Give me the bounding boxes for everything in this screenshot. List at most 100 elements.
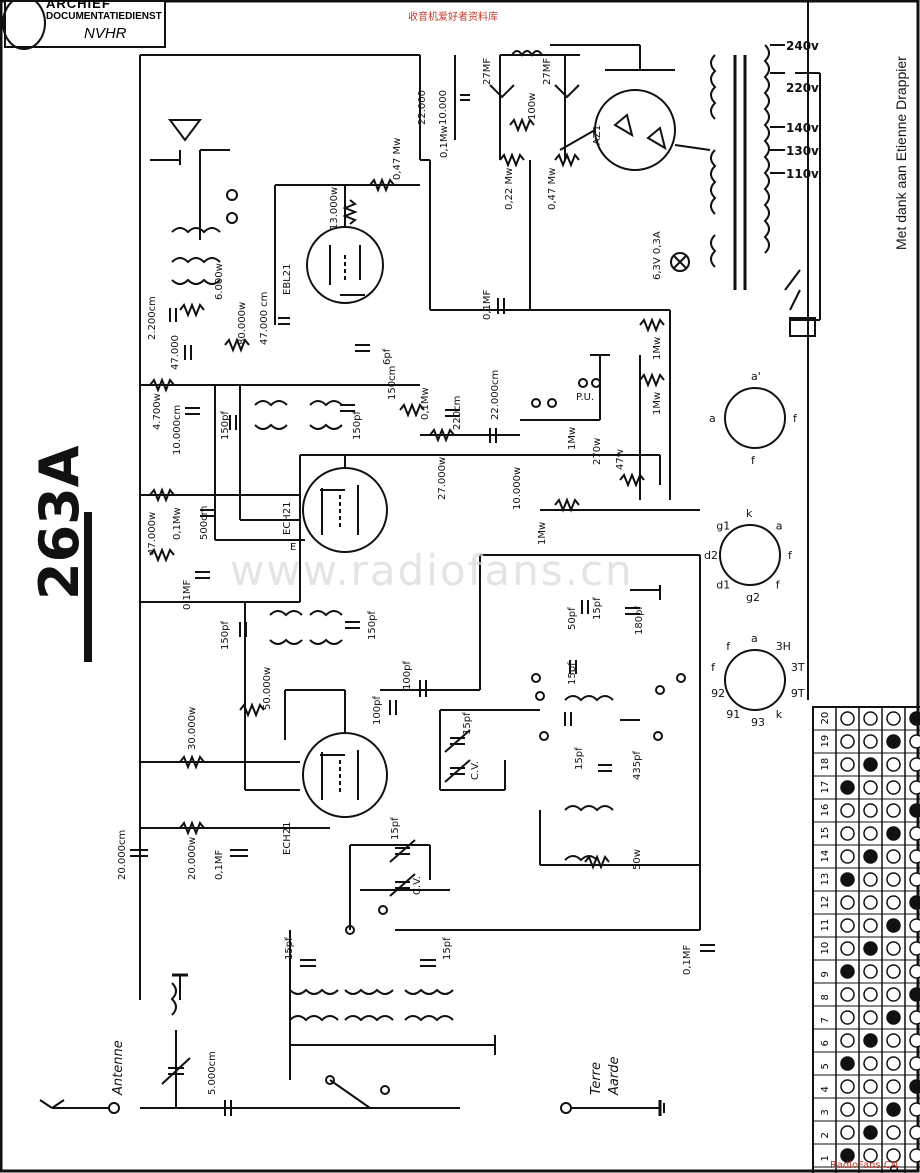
label-c6pf: 6pf	[382, 348, 393, 365]
table-dot-empty	[863, 964, 878, 979]
label-mf27-a: 27MF	[482, 58, 493, 85]
table-dot-filled	[840, 964, 855, 979]
label-c180pf: 180pf	[634, 606, 645, 635]
label-c47000: 47.000	[170, 335, 181, 370]
table-column-number: 20	[820, 712, 831, 725]
label-r27000: 27.000w	[437, 457, 448, 500]
table-column-number: 2	[820, 1132, 831, 1138]
table-dot-empty	[886, 1033, 901, 1048]
pin-label-ech21-0: a	[751, 632, 758, 645]
label-mf01: 0,1MF	[482, 289, 493, 320]
table-dot-empty	[886, 987, 901, 1002]
pin-label-ebl21-0: k	[746, 507, 753, 520]
pin-label-ech21-6: 91	[726, 708, 740, 721]
label-r4700: 4.700w	[152, 393, 163, 430]
table-dot-empty	[909, 1148, 920, 1163]
label-c15pf-e: 15pf	[390, 817, 401, 840]
label-mains-220: 220v	[786, 81, 819, 95]
label-r80000: 80.000w	[237, 302, 248, 345]
table-dot-empty	[909, 780, 920, 795]
table-column-number: 1	[820, 1155, 831, 1161]
label-cv-1: C.V.	[470, 761, 481, 780]
table-column-number: 17	[820, 781, 831, 794]
table-dot-filled	[840, 1056, 855, 1071]
table-column-number: 6	[820, 1040, 831, 1046]
table-dot-filled	[863, 1033, 878, 1048]
label-c10000: 10.000	[438, 90, 449, 125]
label-c100-b: 100pf	[372, 696, 383, 725]
table-dot-empty	[863, 1079, 878, 1094]
label-r10000: 10.000w	[512, 467, 523, 510]
label-r1mw-1: 1Mw	[652, 337, 663, 360]
table-dot-filled	[886, 1010, 901, 1025]
table-dot-filled	[886, 826, 901, 841]
table-dot-empty	[863, 780, 878, 795]
table-band-label: 800-2000	[888, 1165, 901, 1173]
table-dot-empty	[909, 1033, 920, 1048]
table-column-number: 5	[820, 1063, 831, 1069]
pin-label-ech21-1: 3H	[776, 640, 791, 653]
stamp-line-1: ARCHIEF	[46, 0, 111, 11]
table-dot-empty	[840, 987, 855, 1002]
table-dot-filled	[909, 987, 920, 1002]
label-r6000: 6.000w	[214, 263, 225, 300]
label-c5000: 5.000cm	[207, 1051, 218, 1095]
label-mains-140: 140v	[786, 121, 819, 135]
label-c10000cm: 10.000cm	[172, 405, 183, 455]
label-r30000: 30.000w	[187, 707, 198, 750]
table-dot-empty	[840, 1125, 855, 1140]
table-dot-empty	[909, 964, 920, 979]
pin-label-az1-1: f	[793, 412, 798, 425]
table-dot-empty	[840, 757, 855, 772]
watermark-main: www.radiofans.cn	[230, 546, 634, 595]
table-dot-empty	[863, 987, 878, 1002]
table-dot-empty	[840, 849, 855, 864]
table-dot-empty	[886, 872, 901, 887]
label-pu: P.U.	[576, 392, 594, 403]
label-mains-110: 110v	[786, 167, 819, 181]
label-r47: 47w	[615, 449, 626, 470]
table-dot-empty	[840, 895, 855, 910]
label-r50: 50w	[632, 849, 643, 870]
table-dot-empty	[886, 941, 901, 956]
label-r01mw: 0,1Mw	[420, 387, 431, 420]
label-r50000: 50.000w	[262, 667, 273, 710]
table-dot-filled	[863, 941, 878, 956]
label-r01mw-b: 0,1Mw	[172, 507, 183, 540]
table-dot-empty	[909, 1010, 920, 1025]
table-dot-empty	[909, 849, 920, 864]
table-dot-filled	[886, 1102, 901, 1117]
pin-label-ebl21-6: d2	[704, 549, 718, 562]
label-c15pf-g: 15pf	[442, 937, 453, 960]
table-dot-empty	[840, 803, 855, 818]
pin-label-ech21-3: 9T	[791, 687, 805, 700]
pin-label-ech21-8: f	[711, 661, 716, 674]
label-mf27-b: 27MF	[542, 58, 553, 85]
label-r022: 0,22 Mw	[504, 168, 515, 210]
label-tube-ebl21: EBL21	[282, 264, 293, 295]
table-column-number: 15	[820, 827, 831, 840]
table-dot-empty	[909, 1102, 920, 1117]
label-c50pf: 50pf	[567, 607, 578, 630]
label-c150-b: 150pf	[352, 411, 363, 440]
pin-label-ebl21-4: g2	[746, 591, 760, 604]
table-dot-empty	[886, 1056, 901, 1071]
label-mains-240: 240v	[786, 39, 819, 53]
table-column-number: 16	[820, 804, 831, 817]
table-dot-empty	[886, 1148, 901, 1163]
table-dot-empty	[909, 872, 920, 887]
table-dot-empty	[840, 1079, 855, 1094]
table-dot-empty	[863, 872, 878, 887]
model-number: 263A	[28, 445, 91, 600]
label-c15pf-b: 15pf	[567, 662, 578, 685]
archive-stamp: ARCHIEF DOCUMENTATIEDIENST NVHR	[2, 0, 166, 50]
label-mf01-d: 0,1MF	[682, 944, 693, 975]
table-dot-filled	[840, 780, 855, 795]
table-dot-empty	[909, 1125, 920, 1140]
label-r13000: 13.000w	[329, 187, 340, 230]
table-column-number: 7	[820, 1017, 831, 1023]
label-c435: 435pf	[632, 751, 643, 780]
table-dot-empty	[863, 711, 878, 726]
table-dot-empty	[863, 734, 878, 749]
table-dot-empty	[886, 780, 901, 795]
